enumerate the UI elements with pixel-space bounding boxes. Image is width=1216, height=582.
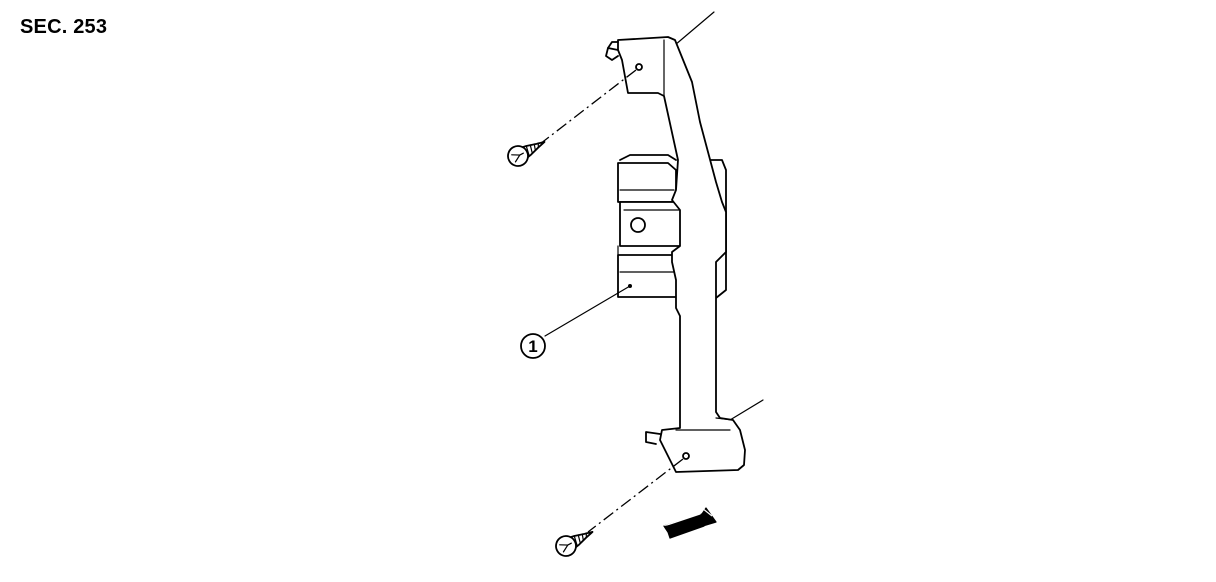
callout-1: 1 <box>520 333 546 359</box>
callout-leader-line <box>544 284 632 337</box>
screw-icon <box>507 141 546 167</box>
front-arrow-icon <box>663 506 717 539</box>
control-unit-module <box>617 154 727 299</box>
callout-number: 1 <box>528 337 537 356</box>
mounting-bracket <box>605 36 746 473</box>
section-code-label: SEC. 253 <box>20 16 108 38</box>
install-line-bottom <box>587 458 684 533</box>
install-line-top <box>539 69 637 145</box>
panel-break-line-bottom <box>729 399 764 421</box>
panel-break-line-top <box>674 11 715 46</box>
screw-icon <box>555 531 594 557</box>
